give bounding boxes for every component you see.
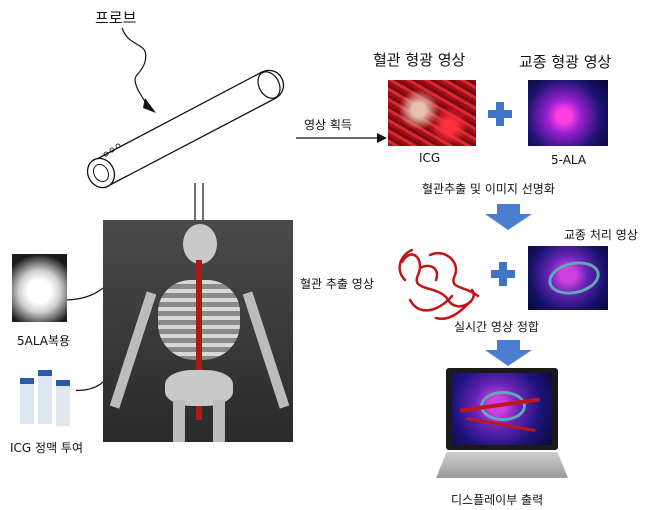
acquire-arrowhead (377, 133, 387, 143)
extracted-vessel-drawing (400, 250, 478, 319)
acquire-label: 영상 획득 (304, 116, 352, 133)
right-leg (213, 400, 225, 442)
probe-pointer-arrowhead (143, 98, 156, 113)
ala-powder-bottle-image (12, 254, 67, 322)
ala-oral-label: 5ALA복용 (17, 332, 70, 349)
tumor-process-label: 교종 처리 영상 (564, 226, 638, 243)
right-arm (243, 291, 290, 408)
left-leg (173, 400, 185, 442)
icg-iv-label: ICG 정맥 투여 (10, 439, 83, 456)
vessel-extract-label: 혈관 추출 영상 (300, 275, 374, 292)
probe-cylinder (82, 68, 284, 192)
left-arm (110, 291, 157, 408)
laptop-display (446, 368, 558, 480)
tumor-processed-image (528, 246, 608, 310)
probe-pointer-line (122, 28, 150, 110)
display-output-label: 디스플레이부 출력 (451, 491, 543, 508)
blue-down-arrow-1 (485, 204, 532, 230)
laptop-screen-frame (446, 368, 558, 450)
ala-label: 5-ALA (551, 153, 586, 167)
icg-vessel-image (388, 80, 476, 146)
vessel-fluor-title: 혈관 형광 영상 (373, 49, 465, 70)
laptop-screen-image (452, 373, 552, 445)
skull (183, 224, 217, 264)
icg-label: ICG (419, 151, 440, 165)
realtime-merge-label: 실시간 영상 정합 (454, 318, 539, 335)
blue-down-arrow-2 (485, 340, 532, 366)
ala-tumor-image (528, 80, 608, 146)
probe-label: 프로브 (95, 7, 136, 28)
laptop-keyboard (436, 452, 568, 478)
body-vascular-image (103, 220, 293, 442)
tumor-outline (545, 257, 603, 299)
enhance-label: 혈관추출 및 이미지 선명화 (422, 180, 555, 197)
plus-icon-2 (491, 262, 515, 286)
icg-vials-image (18, 366, 76, 428)
plus-icon-1 (488, 102, 512, 126)
tumor-fluor-title: 교종 형광 영상 (519, 51, 611, 72)
